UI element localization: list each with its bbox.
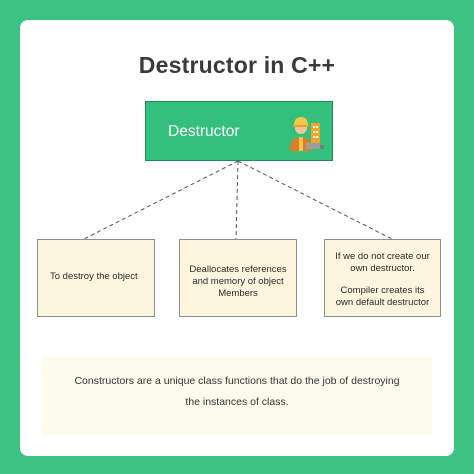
connector-right (237, 160, 393, 240)
worker-with-tools-icon (290, 117, 324, 151)
leaf-text-line: Compiler creates its (340, 284, 425, 296)
connector-left (83, 160, 239, 240)
leaf-text-line: If we do not create our (335, 251, 430, 262)
diagram-card: Destructor in C++ Destructor To destroy … (20, 20, 454, 456)
leaf-text-line: and memory of object (192, 275, 284, 287)
leaf-node-deallocates: Deallocates references and memory of obj… (179, 239, 297, 317)
note-line-1: Constructors are a unique class function… (74, 375, 400, 387)
connector-middle (235, 160, 239, 240)
diagram-title: Destructor in C++ (138, 52, 336, 78)
note-line-2: the instances of class. (185, 396, 289, 408)
leaf-text-line: own destructor. (350, 262, 415, 274)
leaf-node-destroy-object: To destroy the object (37, 239, 155, 317)
leaf-text-line: Deallocates references (189, 264, 287, 275)
leaf-text-line: To destroy the object (50, 271, 138, 282)
root-node-destructor: Destructor (145, 101, 333, 161)
leaf-node-default-destructor: If we do not create our own destructor. … (324, 239, 441, 317)
root-node-label: Destructor (168, 123, 240, 140)
leaf-text-gap (329, 275, 436, 285)
definition-note: Constructors are a unique class function… (42, 357, 432, 435)
leaf-text-line: Members (218, 287, 258, 299)
leaf-text-line: own default destructor (335, 296, 430, 308)
